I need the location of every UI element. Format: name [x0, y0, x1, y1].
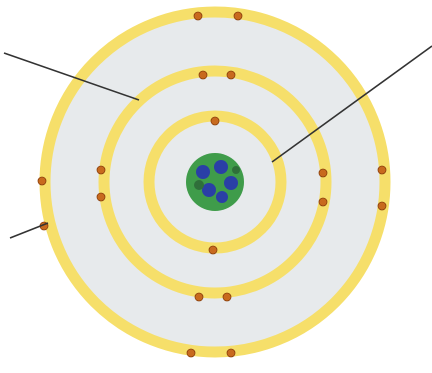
- inner-shell-electron: [210, 116, 220, 126]
- inner-shell-electron: [208, 245, 218, 255]
- nucleus-particle: [232, 166, 240, 174]
- outer-shell-electron: [186, 348, 196, 358]
- middle-shell-electron: [198, 70, 208, 80]
- outer-shell-electron: [226, 348, 236, 358]
- middle-shell-electron: [96, 165, 106, 175]
- leader-line-top-right: [271, 45, 432, 163]
- middle-shell-electron: [222, 292, 232, 302]
- middle-shell-electron: [226, 70, 236, 80]
- nucleus-particle: [194, 180, 204, 190]
- nucleus-particle: [224, 176, 238, 190]
- nucleus: [186, 153, 244, 211]
- nucleus-particle: [214, 160, 228, 174]
- outer-shell-electron: [37, 176, 47, 186]
- middle-shell-electron: [318, 168, 328, 178]
- middle-shell-ring: [98, 65, 332, 299]
- middle-shell-electron: [96, 192, 106, 202]
- outer-shell-electron: [193, 11, 203, 21]
- leader-line-bottom-left: [9, 222, 49, 239]
- electrons-group: [37, 11, 387, 358]
- middle-shell-electron: [318, 197, 328, 207]
- middle-shell-electron: [194, 292, 204, 302]
- outer-shell-electron: [377, 165, 387, 175]
- nucleus-particle: [216, 191, 228, 203]
- leader-line-top-left: [3, 52, 140, 101]
- outer-shell-electron: [233, 11, 243, 21]
- nucleus-particle: [202, 183, 216, 197]
- outer-shell-electron: [377, 201, 387, 211]
- nucleus-particle: [196, 165, 210, 179]
